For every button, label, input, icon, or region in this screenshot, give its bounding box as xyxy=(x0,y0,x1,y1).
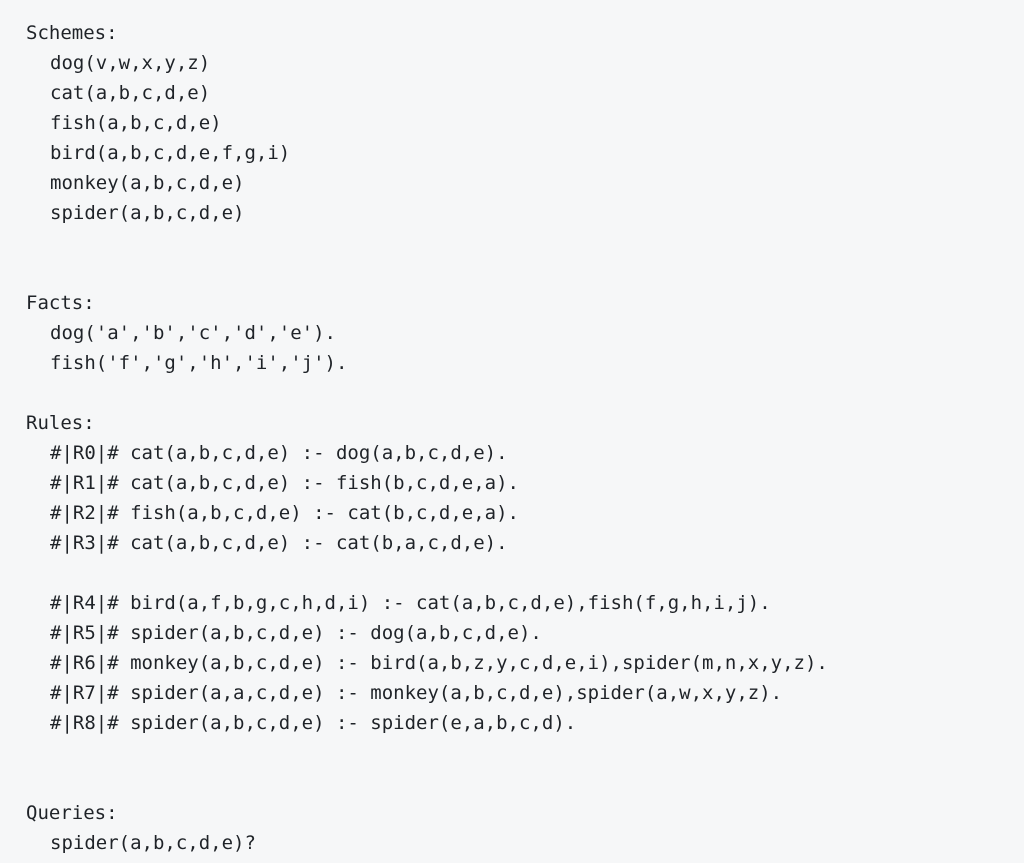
rule-line: #|R5|# spider(a,b,c,d,e) :- dog(a,b,c,d,… xyxy=(50,622,542,644)
scheme-line: spider(a,b,c,d,e) xyxy=(50,202,245,224)
rule-line: #|R3|# cat(a,b,c,d,e) :- cat(b,a,c,d,e). xyxy=(50,532,508,554)
rule-line: #|R0|# cat(a,b,c,d,e) :- dog(a,b,c,d,e). xyxy=(50,442,508,464)
blank-line xyxy=(26,558,1024,588)
rule-line: #|R4|# bird(a,f,b,g,c,h,d,i) :- cat(a,b,… xyxy=(50,592,771,614)
rule-line: #|R2|# fish(a,b,c,d,e) :- cat(b,c,d,e,a)… xyxy=(50,502,519,524)
query-line: spider(a,b,c,d,e)? xyxy=(50,832,256,854)
schemes-header: Schemes: xyxy=(26,22,118,44)
rule-line: #|R7|# spider(a,a,c,d,e) :- monkey(a,b,c… xyxy=(50,682,783,704)
queries-header: Queries: xyxy=(26,802,118,824)
rule-line: #|R1|# cat(a,b,c,d,e) :- fish(b,c,d,e,a)… xyxy=(50,472,519,494)
blank-line xyxy=(26,378,1024,408)
fact-line: fish('f','g','h','i','j'). xyxy=(50,352,348,374)
rule-line: #|R6|# monkey(a,b,c,d,e) :- bird(a,b,z,y… xyxy=(50,652,828,674)
scheme-line: bird(a,b,c,d,e,f,g,i) xyxy=(50,142,291,164)
blank-line xyxy=(26,228,1024,258)
scheme-line: monkey(a,b,c,d,e) xyxy=(50,172,245,194)
rule-line: #|R8|# spider(a,b,c,d,e) :- spider(e,a,b… xyxy=(50,712,577,734)
rules-header: Rules: xyxy=(26,412,95,434)
blank-line xyxy=(26,738,1024,768)
scheme-line: cat(a,b,c,d,e) xyxy=(50,82,211,104)
facts-header: Facts: xyxy=(26,292,95,314)
blank-line xyxy=(26,768,1024,798)
blank-line xyxy=(26,258,1024,288)
fact-line: dog('a','b','c','d','e'). xyxy=(50,322,336,344)
scheme-line: dog(v,w,x,y,z) xyxy=(50,52,211,74)
scheme-line: fish(a,b,c,d,e) xyxy=(50,112,222,134)
